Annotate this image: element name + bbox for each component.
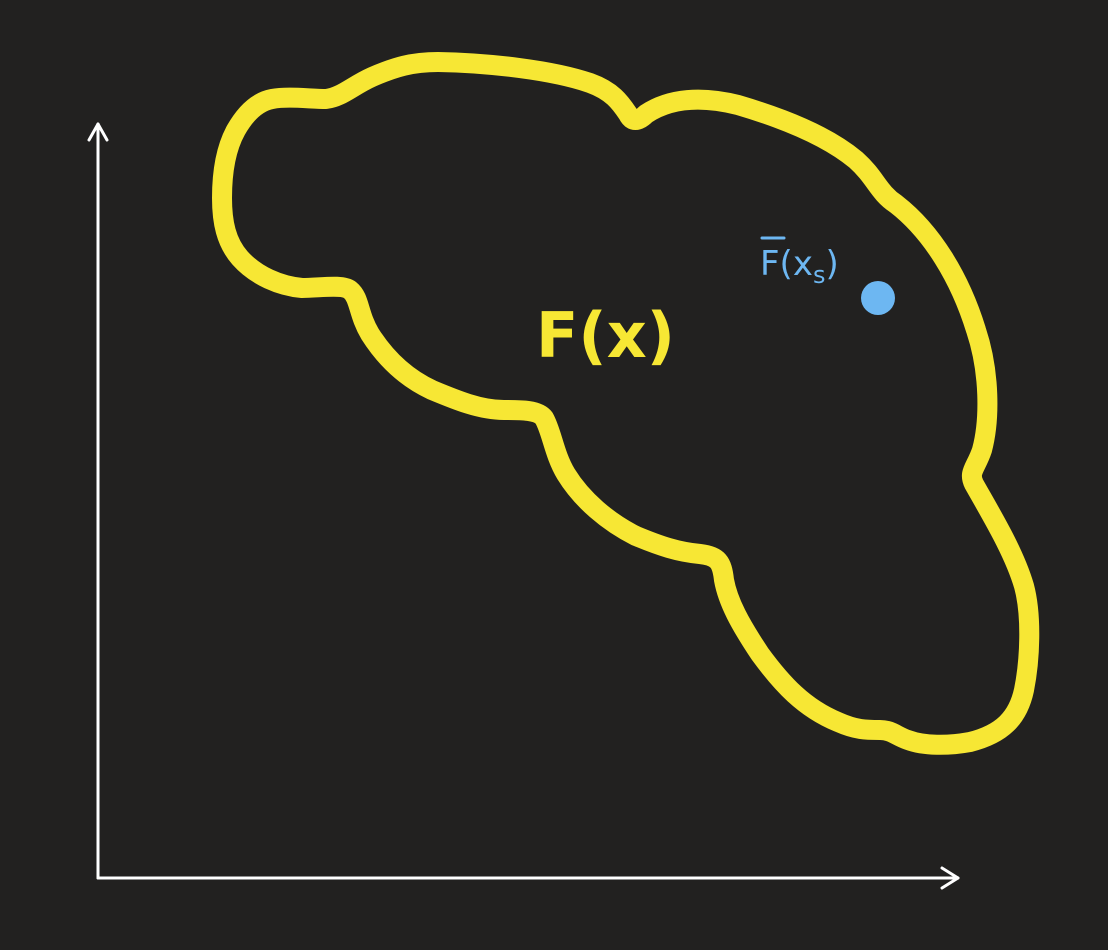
point-marker (861, 281, 895, 315)
region-outline (212, 52, 1040, 755)
point-label-close: ) (825, 244, 838, 284)
region-label: F(x) (536, 299, 675, 372)
x-axis-arrowhead (940, 866, 960, 890)
point-label: F(xs) (760, 244, 839, 289)
point-label-main: F(x (760, 244, 813, 284)
y-axis-arrowhead (87, 122, 109, 142)
axes (87, 122, 960, 890)
point-label-subscript: s (813, 261, 826, 289)
